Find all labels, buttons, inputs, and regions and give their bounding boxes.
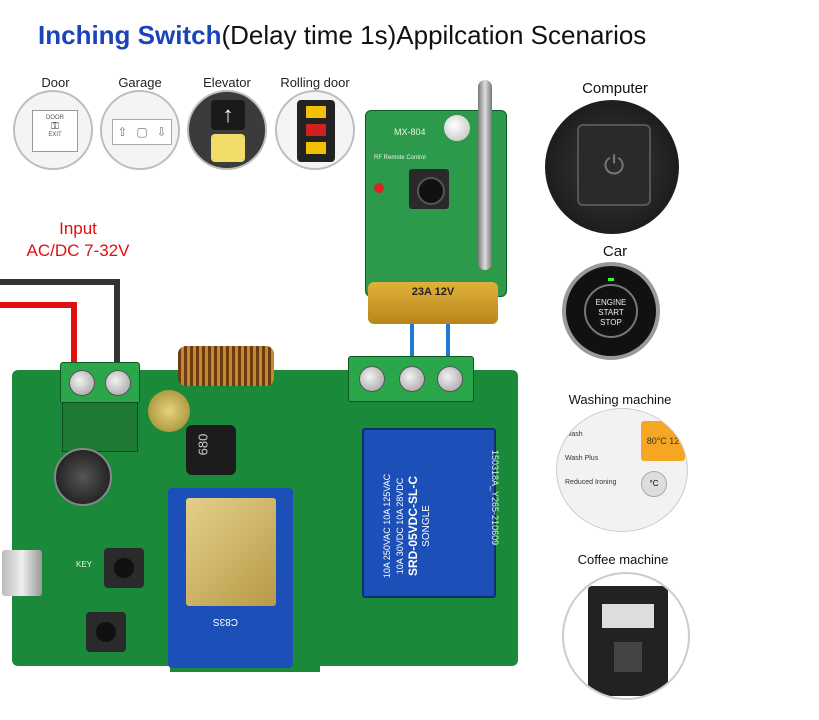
relay-model: SRD-05VDC-SL-C	[406, 476, 420, 577]
engine-text-3: STOP	[600, 318, 622, 327]
wifi-module: C83S	[168, 488, 293, 668]
engine-text-1: ENGINE	[595, 298, 627, 307]
washer-unit: °C	[641, 471, 667, 497]
capacitor-large	[54, 448, 112, 506]
rolling-door-remote-icon	[275, 90, 355, 170]
wifi-module-shield	[186, 498, 276, 606]
input-label-line2: AC/DC 7-32V	[26, 241, 130, 260]
title-highlight: Inching Switch	[38, 20, 222, 50]
scenario-label-coffee-machine: Coffee machine	[577, 552, 669, 567]
door-exit-button-icon: DOOR ⚿ EXIT	[13, 90, 93, 170]
elevator-button-icon: ↑	[187, 90, 267, 170]
washing-machine-panel-icon: Wash Wash Plus Reduced Ironing 80°C 12 °…	[556, 408, 688, 532]
scenario-label-washing-machine: Washing machine	[568, 392, 672, 407]
scenario-label-car: Car	[602, 243, 628, 260]
antenna-rod	[478, 80, 492, 270]
key-label: KEY	[76, 560, 93, 569]
input-terminal-block	[60, 362, 140, 404]
coffee-machine-icon	[562, 572, 690, 700]
washer-option-2: Wash Plus	[565, 455, 599, 462]
relay-rating-line1: 10A 250VAC 10A 125VAC	[382, 473, 392, 579]
scenario-label-computer: Computer	[582, 80, 648, 97]
remote-model: MX-804	[394, 127, 426, 137]
battery-23a: 23A 12V	[368, 282, 498, 324]
engine-start-button-icon: ENGINE START STOP	[562, 262, 660, 360]
remote-caption: RF Remote Control	[374, 155, 426, 161]
inductor: 680	[186, 425, 236, 475]
battery-label: 23A 12V	[411, 286, 455, 298]
scenario-label-door: Door	[41, 75, 70, 90]
inductor-label: 680	[195, 433, 211, 456]
output-terminal-block	[348, 356, 474, 402]
usb-port	[2, 550, 42, 596]
module-label: C83S	[213, 616, 239, 627]
antenna-coil	[178, 346, 274, 386]
door-plate-line2: EXIT	[48, 132, 62, 138]
reset-button	[86, 612, 126, 652]
scenario-label-rolling-door: Rolling door	[280, 75, 350, 90]
power-button-icon: ⏻	[545, 100, 679, 234]
input-terminal-base	[62, 402, 138, 452]
engine-text-2: START	[598, 308, 624, 317]
relay-srd-05vdc: 10A 250VAC 10A 125VAC 10A 30VDC 10A 28VD…	[362, 428, 496, 598]
garage-remote-icon: ⇧▢⇩	[100, 90, 180, 170]
scenario-label-elevator: Elevator	[203, 75, 251, 90]
key-button	[104, 548, 144, 588]
scenario-label-garage: Garage	[118, 75, 162, 90]
relay-brand: SONGLE	[421, 505, 432, 547]
washer-display: 80°C 12	[641, 421, 685, 461]
washer-option-1: Wash	[565, 431, 583, 438]
page-title: Inching Switch(Delay time 1s)Appilcation…	[38, 20, 646, 51]
title-rest: (Delay time 1s)Appilcation Scenarios	[221, 20, 647, 50]
input-voltage-label: Input AC/DC 7-32V	[8, 218, 148, 262]
pcb-code: 150318A_Y265-210609	[490, 450, 500, 546]
washer-option-3: Reduced Ironing	[565, 479, 617, 486]
door-plate-line1: DOOR	[46, 115, 64, 121]
input-label-line1: Input	[59, 219, 97, 238]
capacitor-small	[148, 390, 190, 432]
